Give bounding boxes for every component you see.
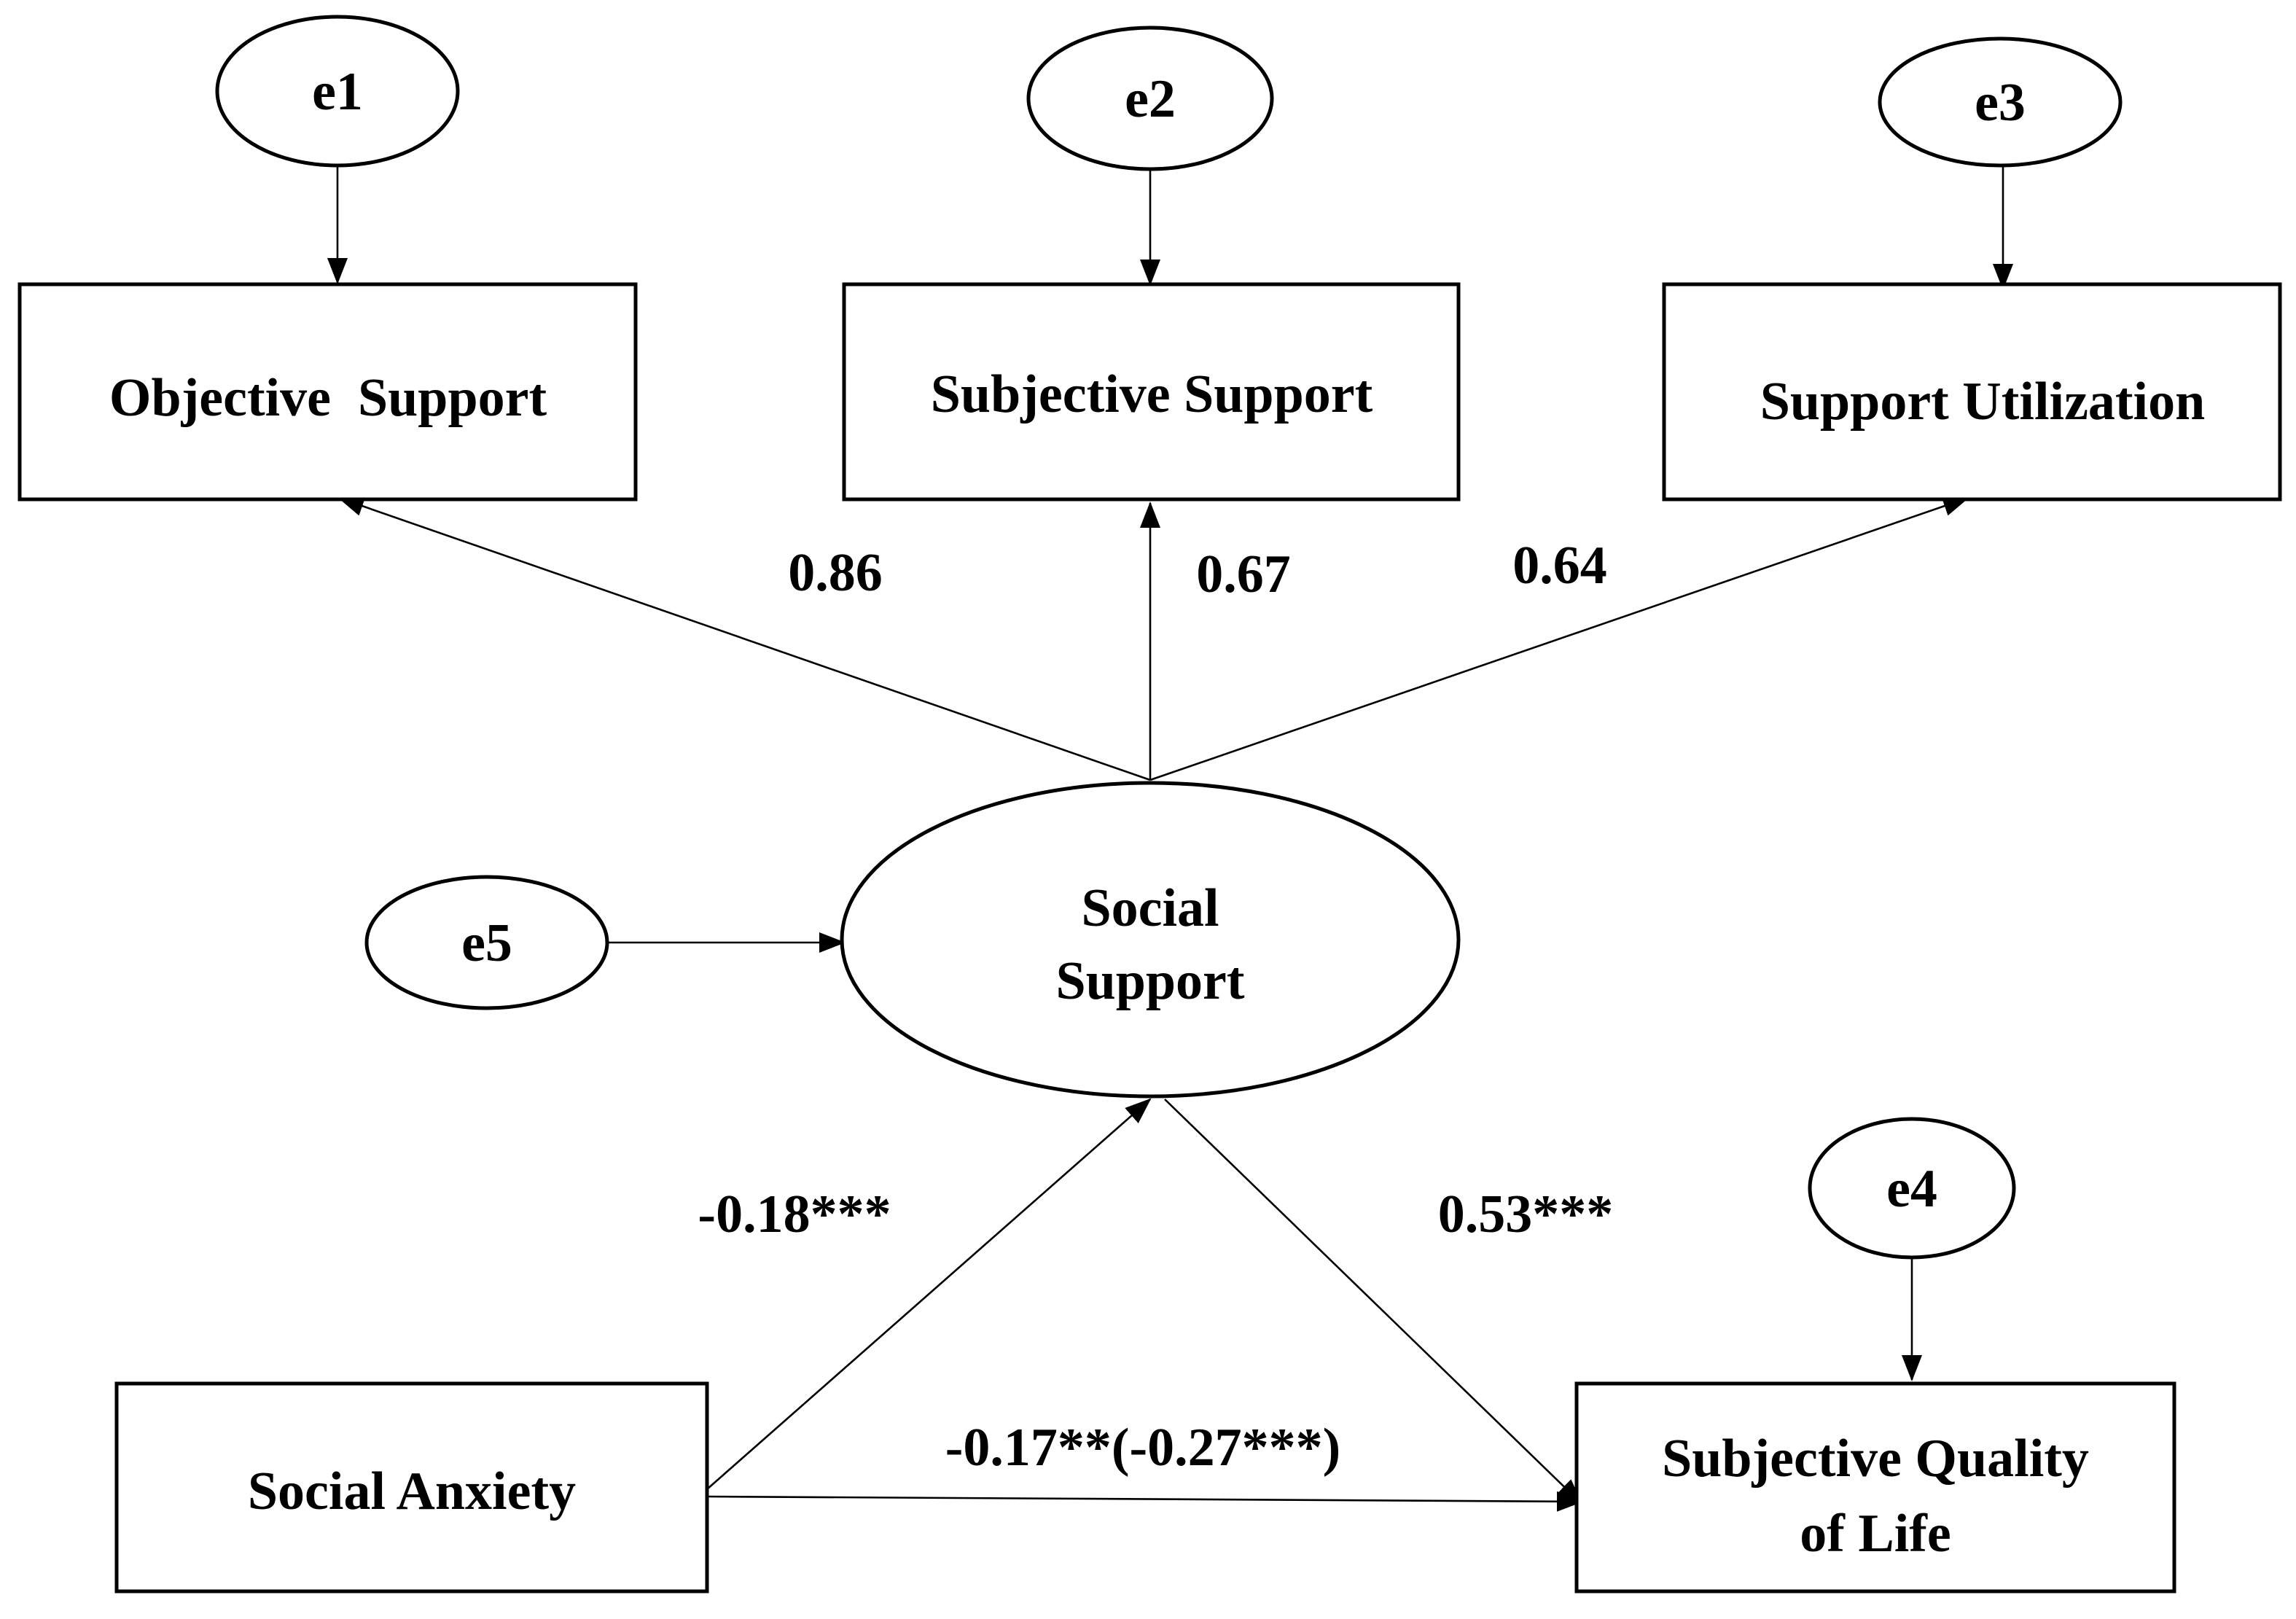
error-node-e2: e2 [1026, 26, 1274, 171]
error-label-e3: e3 [1975, 73, 2026, 133]
error-node-e1: e1 [215, 15, 460, 168]
error-label-e2: e2 [1125, 69, 1176, 129]
edge-support-to-quality [1164, 1099, 1583, 1505]
label-social-support-line1: Social [1081, 878, 1219, 938]
label-quality-line1: Subjective Quality [1662, 1429, 2089, 1489]
label-support-utilization: Support Utilization [1760, 372, 2206, 432]
edge-support-to-utilization [1149, 496, 1969, 781]
coef-utilization-loading: 0.64 [1512, 536, 1607, 596]
box-objective-support: Objective Support [17, 282, 638, 502]
edge-support-to-objective [337, 496, 1151, 781]
edge-anxiety-to-support [706, 1098, 1152, 1490]
error-label-e4: e4 [1886, 1159, 1937, 1219]
error-node-e5: e5 [364, 875, 609, 1010]
coef-objective-loading: 0.86 [788, 543, 883, 603]
edge-anxiety-to-quality [706, 1491, 1583, 1512]
box-subjective-quality-of-life: Subjective Quality of Life [1574, 1381, 2176, 1593]
error-label-e5: e5 [461, 913, 512, 973]
label-objective-support: Objective Support [109, 368, 547, 428]
box-subjective-support: Subjective Support [842, 282, 1461, 502]
coef-anxiety-to-support: -0.18*** [698, 1185, 891, 1244]
error-node-e3: e3 [1878, 36, 2123, 168]
coef-subjective-loading: 0.67 [1196, 545, 1291, 604]
coef-support-to-quality: 0.53*** [1438, 1185, 1614, 1244]
error-label-e1: e1 [312, 62, 363, 122]
label-social-support-line2: Support [1055, 951, 1244, 1011]
label-quality-line2: of Life [1800, 1504, 1951, 1564]
coef-anxiety-to-quality: -0.17**(-0.27***) [945, 1418, 1341, 1478]
latent-social-support: Social Support [840, 781, 1461, 1099]
label-subjective-support: Subjective Support [931, 364, 1373, 424]
label-social-anxiety: Social Anxiety [248, 1462, 576, 1521]
box-social-anxiety: Social Anxiety [114, 1381, 709, 1593]
box-support-utilization: Support Utilization [1662, 282, 2282, 502]
error-node-e4: e4 [1808, 1117, 2016, 1260]
